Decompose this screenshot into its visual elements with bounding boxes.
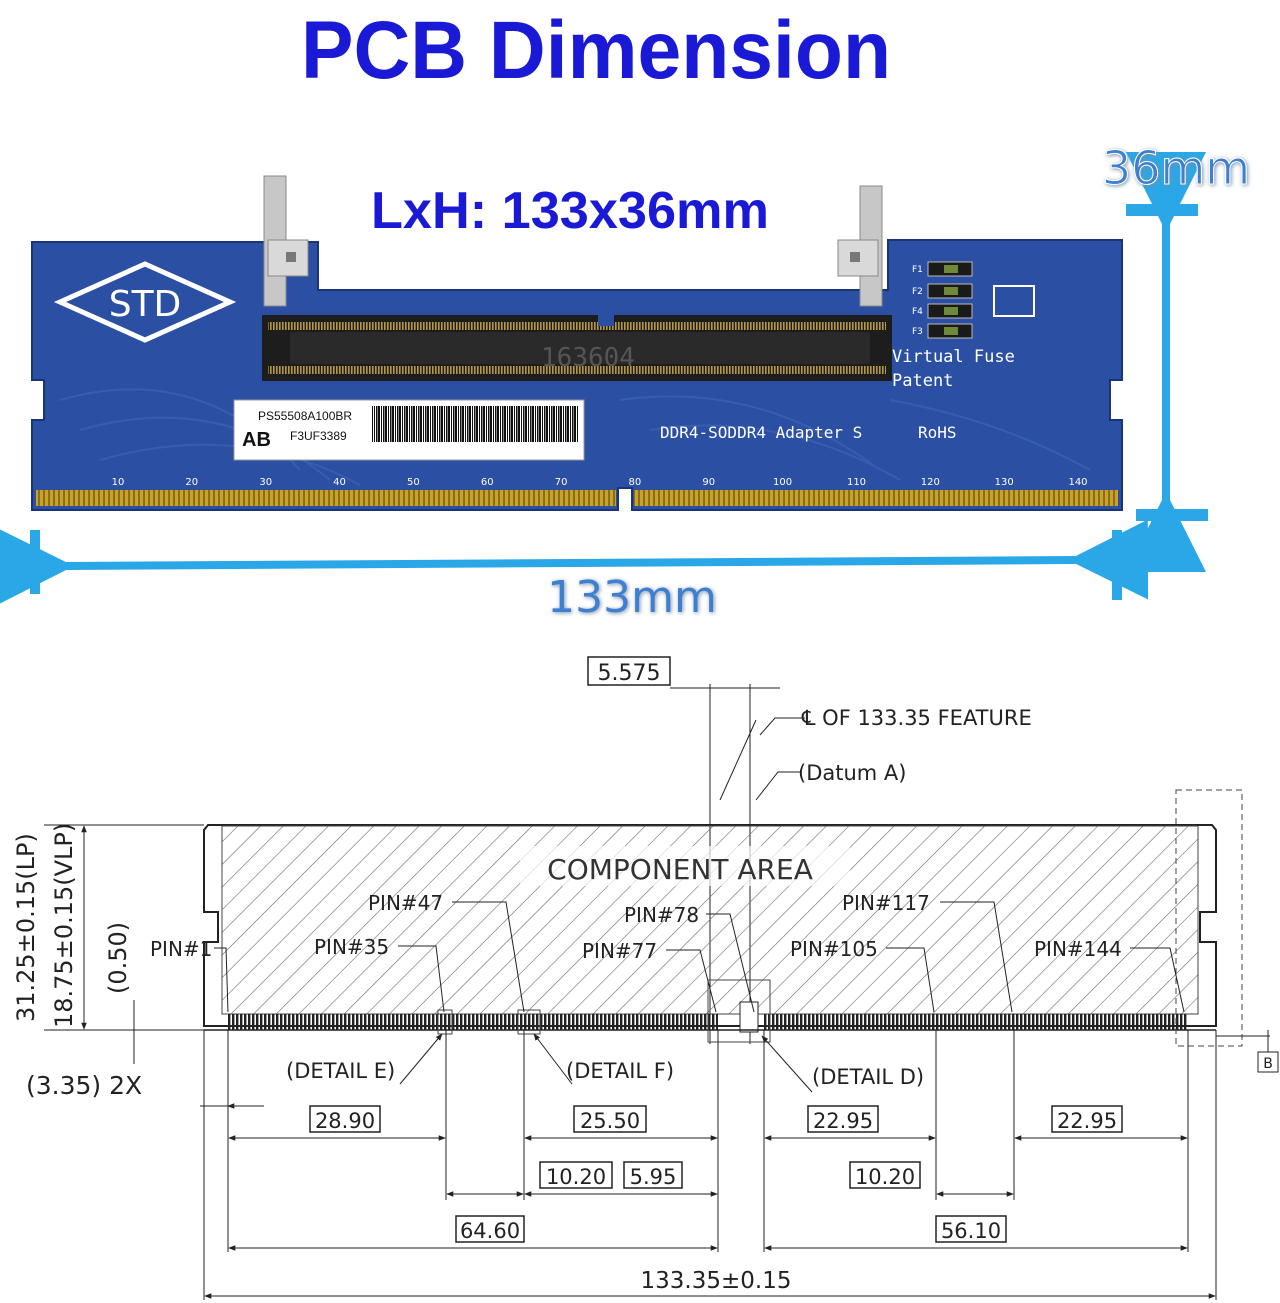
svg-text:F3: F3 [912, 327, 923, 337]
module-outline [203, 824, 1217, 1027]
ic-chip [993, 285, 1035, 317]
sodimm-socket: 163604 [262, 310, 892, 381]
gold-fingers-left [36, 490, 616, 506]
dim-6460: 64.60 [460, 1219, 520, 1243]
dim-2890: 28.90 [315, 1109, 375, 1133]
pin78-label: PIN#78 [624, 903, 699, 927]
pin-scale-label: 80 [629, 477, 642, 488]
svg-text:F4: F4 [912, 307, 923, 317]
dim-595: 5.95 [630, 1165, 677, 1189]
pin-scale: 10 20 30 40 50 60 70 80 90 100 110 120 130 140 [112, 477, 1088, 488]
page-title: PCB Dimension [301, 5, 891, 96]
gold-fingers-right [634, 490, 1118, 506]
dim-1020-b: 10.20 [855, 1165, 915, 1189]
pcb-photo: STD 163604 F1 F2 F4 F3 [31, 175, 1123, 511]
pin-scale-label: 30 [259, 477, 272, 488]
detail-f-label: (DETAIL F) [566, 1059, 674, 1083]
silk-rohs: RoHS [918, 423, 957, 442]
width-dimension: 133mm [0, 519, 1149, 623]
width-label: 133mm [547, 572, 717, 623]
svg-text:F1: F1 [912, 265, 923, 275]
component-area-label: COMPONENT AREA [547, 853, 813, 886]
svg-text:PS55508A100BR: PS55508A100BR [258, 409, 352, 423]
pin-scale-label: 140 [1068, 477, 1087, 488]
contact-row-right [764, 1014, 1188, 1030]
svg-text:STD: STD [109, 284, 182, 325]
pin77-label: PIN#77 [582, 939, 657, 963]
dim-2550: 25.50 [580, 1109, 640, 1133]
silk-patent: Patent [892, 371, 953, 391]
notch-note: (3.35) 2X [26, 1071, 142, 1100]
size-label: LxH: 133x36mm [371, 182, 769, 240]
height-label: 36mm [1102, 141, 1250, 195]
pin35-label: PIN#35 [314, 935, 389, 959]
datum-a-note: (Datum A) [798, 761, 906, 785]
dim-5610: 56.10 [941, 1219, 1001, 1243]
svg-text:AB: AB [242, 429, 271, 451]
pin-scale-label: 10 [112, 477, 125, 488]
svg-text:F3UF3389: F3UF3389 [290, 429, 347, 443]
dim-total: 133.35±0.15 [641, 1268, 792, 1294]
detail-e-label: (DETAIL E) [286, 1059, 395, 1083]
pin-scale-label: 110 [847, 477, 866, 488]
pin-scale-label: 20 [185, 477, 198, 488]
svg-text:F2: F2 [912, 287, 923, 297]
centerline-note: ℄ OF 133.35 FEATURE [801, 706, 1032, 730]
dim-5575: 5.575 [598, 661, 661, 686]
silk-adapter-name: DDR4-SODDR4 Adapter S [660, 423, 862, 442]
socket-latch-left [263, 175, 309, 307]
pin-scale-label: 90 [702, 477, 715, 488]
technical-drawing: 5.575 ℄ OF 133.35 FEATURE (Datum A) COMP… [12, 656, 1279, 1300]
socket-latch-right [837, 185, 883, 307]
pin105-label: PIN#105 [790, 937, 878, 961]
pin-scale-label: 40 [333, 477, 346, 488]
dim-vlp: 18.75±0.15(VLP) [50, 823, 78, 1028]
pin-scale-label: 70 [555, 477, 568, 488]
dim-2295-b: 22.95 [1057, 1109, 1117, 1133]
chip-code: 163604 [541, 343, 635, 373]
pin144-label: PIN#144 [1034, 937, 1122, 961]
datum-b: B [1263, 1056, 1273, 1072]
dim-lp: 31.25±0.15(LP) [12, 833, 40, 1022]
contact-row-left [228, 1014, 718, 1030]
detail-d-box [1175, 789, 1243, 1047]
pin117-label: PIN#117 [842, 891, 930, 915]
fuse-array: F1 F2 F4 F3 [912, 261, 973, 339]
height-dimension: 36mm [1101, 141, 1251, 572]
barcode-label: PS55508A100BR AB F3UF3389 [233, 399, 585, 461]
pin-scale-label: 60 [481, 477, 494, 488]
pin-scale-label: 120 [921, 477, 940, 488]
std-logo: STD [53, 261, 237, 343]
pin-scale-label: 130 [995, 477, 1014, 488]
pin-scale-label: 50 [407, 477, 420, 488]
silk-virtual-fuse: Virtual Fuse [892, 347, 1015, 367]
dim-050: (0.50) [104, 922, 132, 994]
pin-scale-label: 100 [773, 477, 792, 488]
dim-2295-a: 22.95 [813, 1109, 873, 1133]
pin1-label: PIN#1 [150, 937, 212, 961]
detail-d-label: (DETAIL D) [812, 1065, 924, 1089]
dim-1020-a: 10.20 [546, 1165, 606, 1189]
detail-center-box [707, 979, 771, 1043]
pin47-label: PIN#47 [368, 891, 443, 915]
